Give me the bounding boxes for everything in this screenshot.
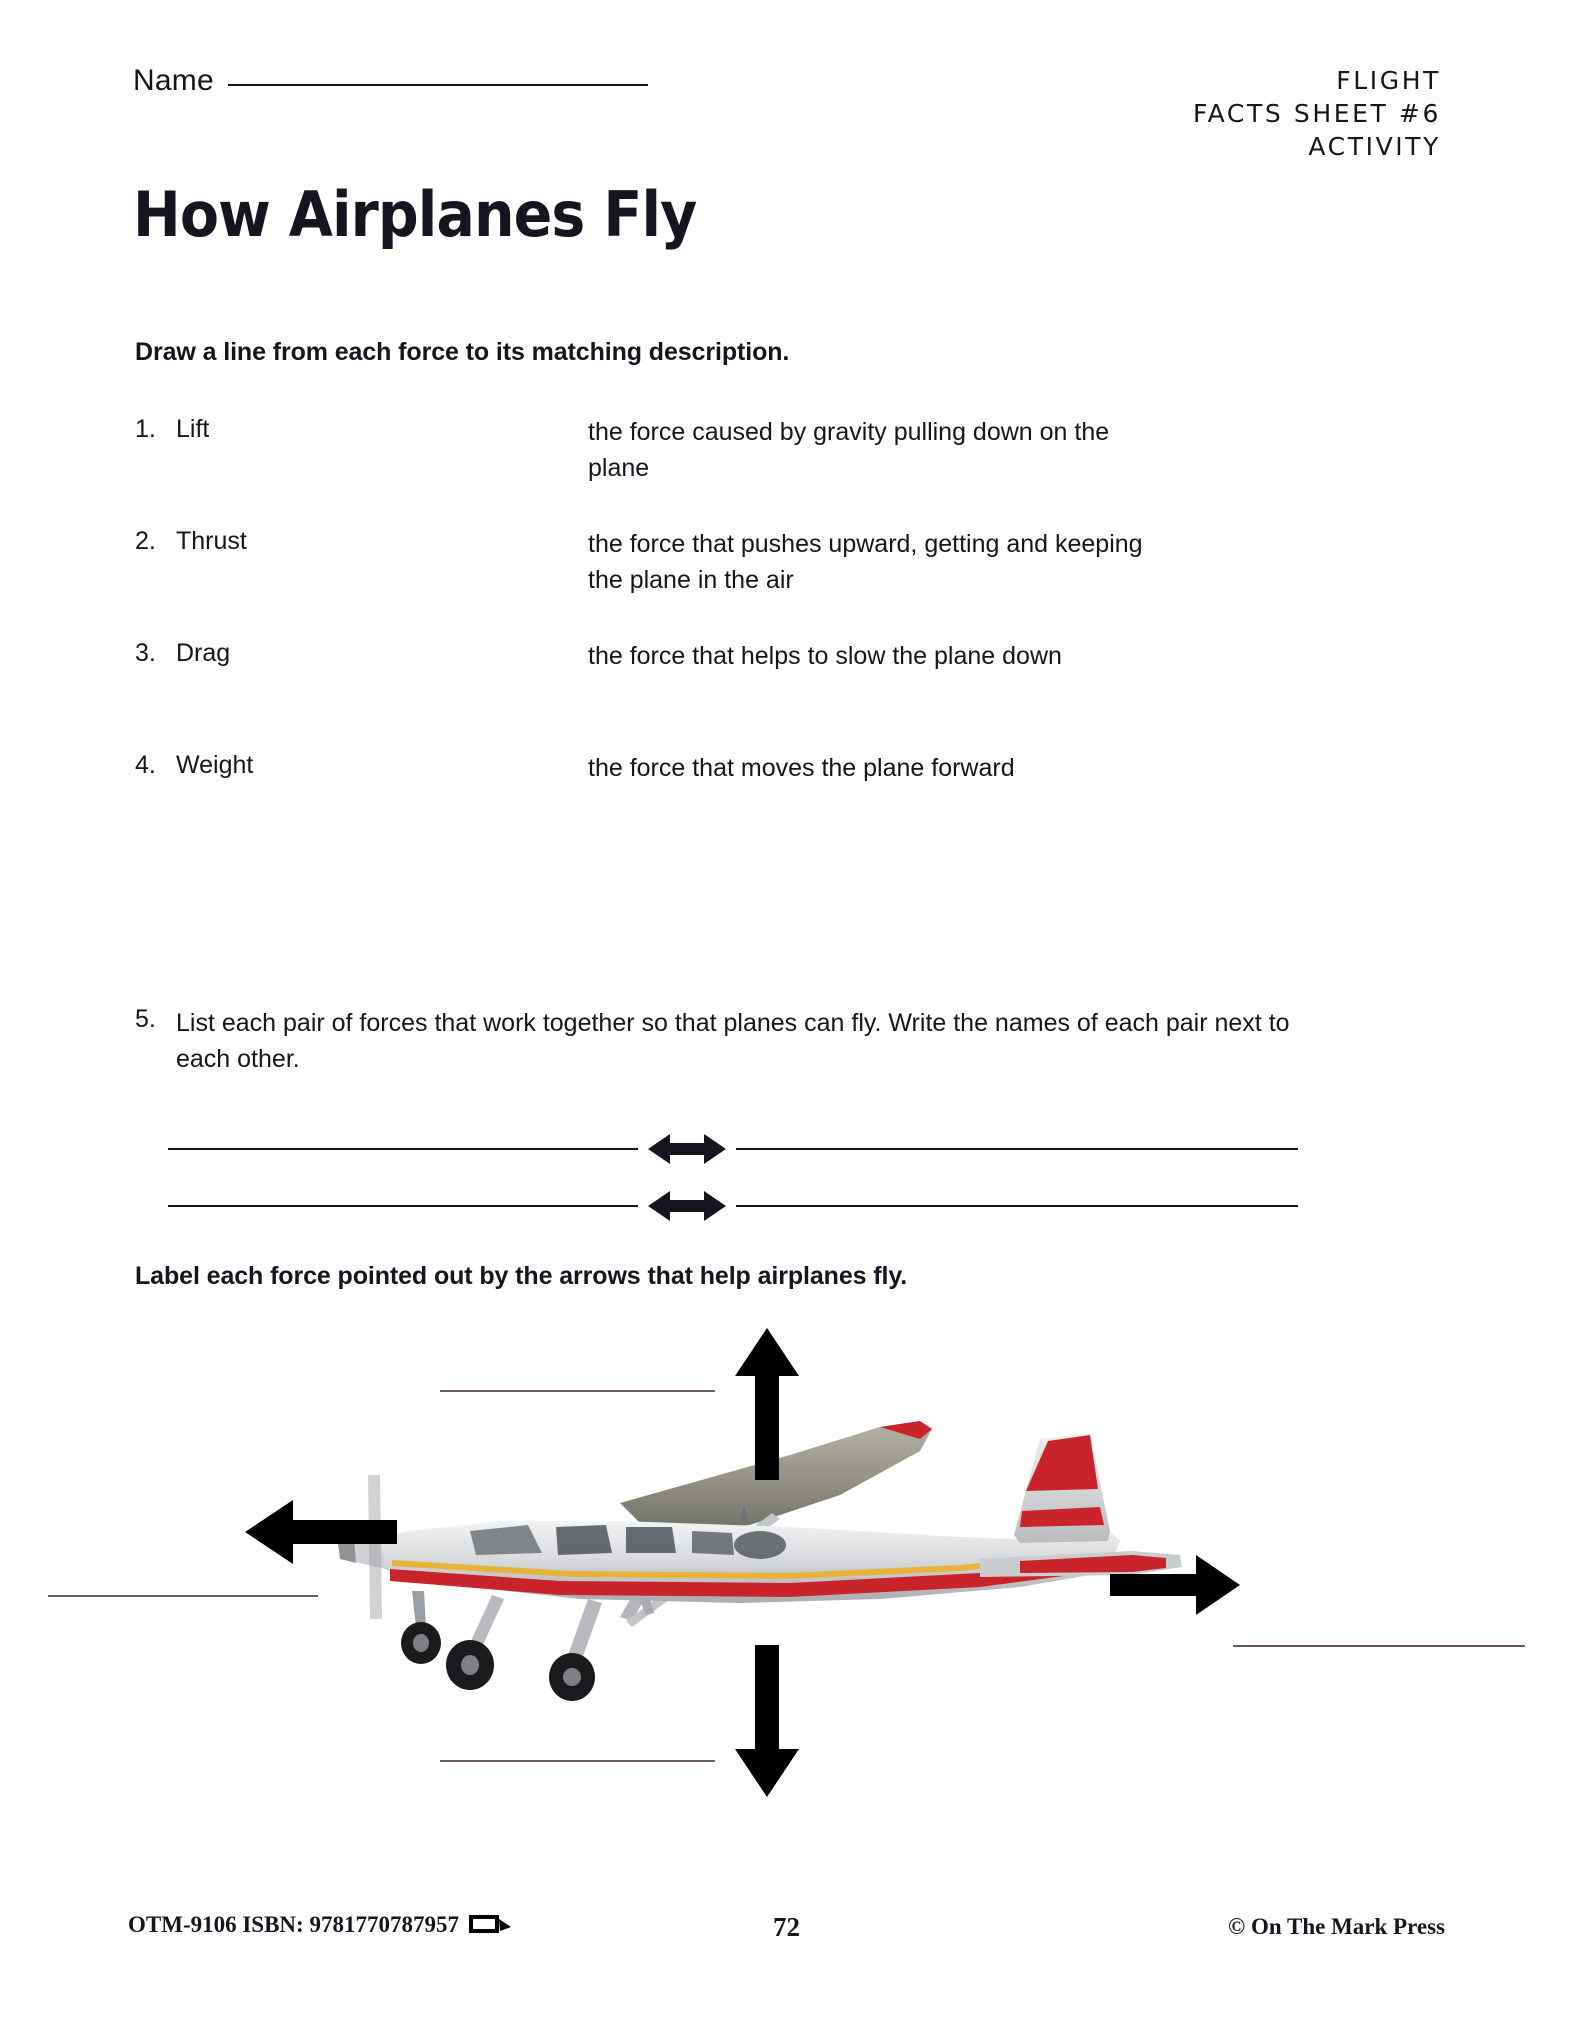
force-description[interactable]: the force caused by gravity pulling down… <box>588 418 1110 482</box>
footer-code: OTM-9106 ISBN: 9781770787957 <box>128 1912 459 1937</box>
page-number: 72 <box>773 1912 800 1942</box>
list-item: 4. Weight the force that moves the plane… <box>133 751 1443 863</box>
force-description[interactable]: the force that pushes upward, getting an… <box>588 530 1143 594</box>
force-description[interactable]: the force that moves the plane forward <box>588 754 1015 782</box>
footer-isbn-group: OTM-9106 ISBN: 9781770787957 <box>128 1912 511 1938</box>
force-term[interactable]: Thrust <box>176 527 247 555</box>
force-description[interactable]: the force that helps to slow the plane d… <box>588 642 1062 670</box>
pair-answer-line-left[interactable] <box>168 1204 638 1207</box>
list-item: 2. Thrust the force that pushes upward, … <box>133 527 1443 639</box>
force-term[interactable]: Drag <box>176 639 231 667</box>
item-number: 3. <box>135 639 156 667</box>
force-pair-answer-area <box>168 1120 1298 1234</box>
down-arrow-icon <box>735 1645 799 1797</box>
answer-line-top[interactable] <box>440 1390 715 1392</box>
item-number: 4. <box>135 751 156 779</box>
list-item: 3. Drag the force that helps to slow the… <box>133 639 1443 751</box>
airplane-force-diagram <box>0 1300 1573 1900</box>
left-arrow-icon <box>245 1500 397 1564</box>
force-term[interactable]: Lift <box>176 415 210 443</box>
answer-line-bottom[interactable] <box>440 1760 715 1762</box>
list-item: 1. Lift the force caused by gravity pull… <box>133 415 1443 527</box>
name-input-rule[interactable] <box>227 84 648 86</box>
sheet-subject: Flight <box>1336 66 1441 95</box>
right-arrow-icon <box>1110 1555 1240 1615</box>
matching-list: 1. Lift the force caused by gravity pull… <box>133 415 1443 863</box>
page-footer: OTM-9106 ISBN: 9781770787957 72 © On The… <box>0 1912 1573 1962</box>
page-title: How Airplanes Fly <box>133 178 697 251</box>
pair-row <box>168 1120 1298 1177</box>
name-label: Name <box>133 64 214 97</box>
item-number: 5. <box>135 1005 156 1033</box>
pair-answer-line-right[interactable] <box>736 1204 1298 1207</box>
item-number: 2. <box>135 527 156 555</box>
answer-line-left[interactable] <box>48 1595 318 1597</box>
airplane-photo <box>338 1421 1182 1701</box>
question-text: List each pair of forces that work toget… <box>176 1009 1290 1074</box>
double-arrow-icon <box>648 1132 726 1166</box>
sheet-type: Activity <box>1308 132 1441 161</box>
name-field-row: Name <box>133 64 648 98</box>
publisher-mark-icon <box>468 1913 511 1937</box>
answer-line-right[interactable] <box>1233 1645 1525 1647</box>
up-arrow-icon <box>735 1328 799 1480</box>
sheet-header: Flight Facts Sheet #6 Activity <box>1193 64 1441 163</box>
double-arrow-icon <box>648 1189 726 1223</box>
sheet-number: Facts Sheet #6 <box>1192 99 1441 128</box>
pair-row <box>168 1177 1298 1234</box>
matching-instruction: Draw a line from each force to its match… <box>135 338 790 366</box>
force-term[interactable]: Weight <box>176 751 254 779</box>
pair-answer-line-right[interactable] <box>736 1147 1298 1150</box>
labeling-instruction: Label each force pointed out by the arro… <box>135 1262 908 1290</box>
pair-answer-line-left[interactable] <box>168 1147 638 1150</box>
item-number: 1. <box>135 415 156 443</box>
footer-copyright: © On The Mark Press <box>1228 1914 1445 1939</box>
